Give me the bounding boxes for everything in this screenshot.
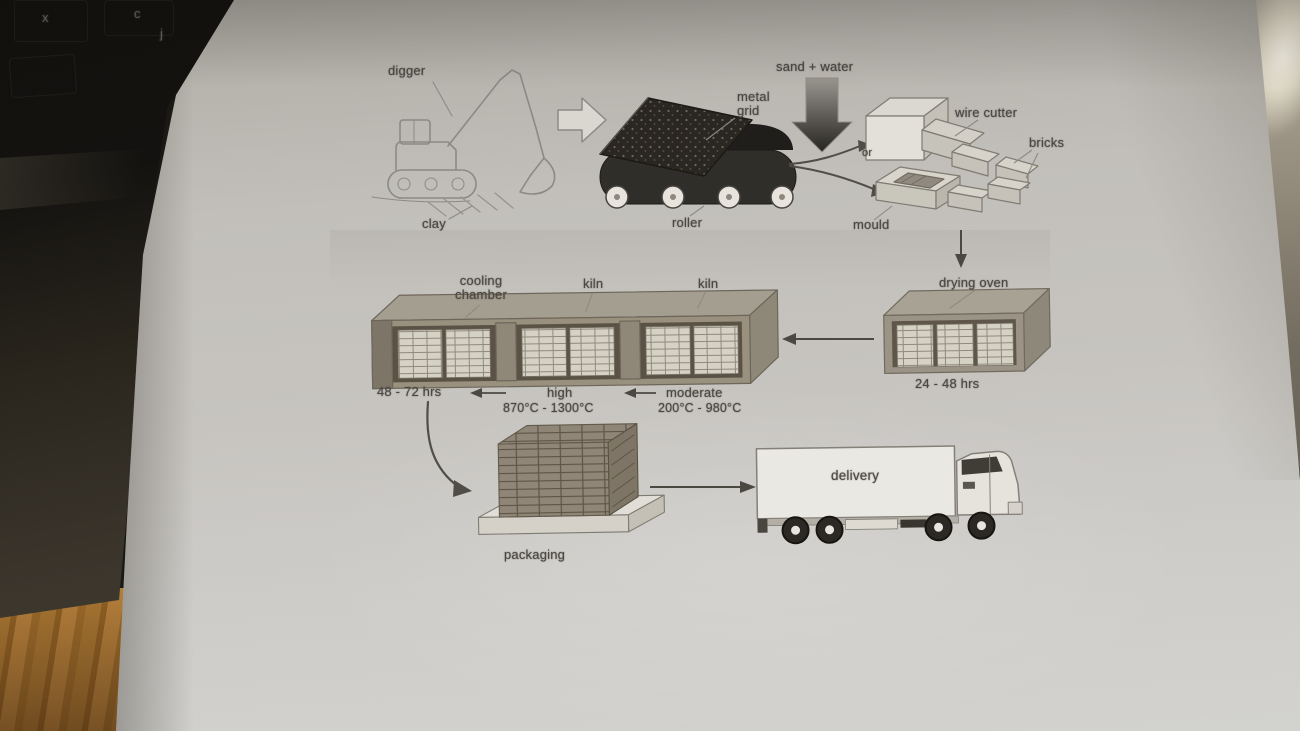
paper-crease: [1040, 0, 1300, 480]
label-digger: digger: [388, 63, 426, 78]
label-drying-oven: drying oven: [939, 275, 1009, 290]
drying-oven-drawing: [883, 287, 1051, 375]
flow-arrow-down: [955, 230, 967, 268]
label-kiln-2: kiln: [698, 276, 719, 291]
label-cooling-time: 48 - 72 hrs: [377, 384, 442, 399]
digger-drawing: [371, 69, 556, 220]
paper-sheen: [300, 380, 1200, 731]
paper-crease: [330, 230, 1050, 290]
label-roller: roller: [672, 215, 703, 230]
mould-drawing: [873, 149, 1039, 221]
conveyor-drawing: [599, 97, 797, 217]
delivery-truck-drawing: [755, 445, 1023, 545]
label-kiln-1: kiln: [583, 276, 604, 291]
sand-water-arrow-icon: [791, 77, 853, 153]
label-kiln-moderate-temp: 200°C - 980°C: [658, 401, 742, 415]
label-wire-cutter: wire cutter: [955, 105, 1018, 120]
keyboard-key-label: j: [160, 26, 163, 41]
packaging-drawing: [477, 423, 665, 535]
wire-cutter-drawing: [865, 97, 1039, 189]
label-mould: mould: [853, 217, 890, 232]
label-kiln-high: high: [547, 385, 573, 400]
label-metal-grid: metal grid: [737, 89, 770, 118]
label-clay: clay: [422, 216, 446, 231]
label-drying-time: 24 - 48 hrs: [915, 376, 980, 391]
keyboard-key-label: c: [134, 6, 141, 21]
label-packaging: packaging: [504, 547, 566, 562]
label-kiln-high-temp: 870°C - 1300°C: [503, 401, 594, 415]
flow-arrow-right: [650, 481, 756, 493]
kiln-cooling-drawing: [371, 289, 779, 390]
block-arrow-icon: [557, 97, 607, 143]
label-bricks: bricks: [1029, 135, 1065, 150]
label-or: or: [862, 147, 873, 159]
label-delivery: delivery: [831, 468, 880, 483]
keyboard-key-label: x: [42, 10, 49, 25]
caption-arrows-left: [470, 388, 656, 398]
keyboard-key: [104, 0, 174, 36]
label-sand-water: sand + water: [776, 59, 854, 74]
keyboard-key: [14, 0, 88, 42]
label-kiln-moderate: moderate: [666, 385, 723, 400]
curved-flow-arrow: [426, 400, 472, 497]
flow-arrow-left: [782, 333, 874, 345]
label-cooling-chamber: cooling chamber: [455, 273, 507, 302]
